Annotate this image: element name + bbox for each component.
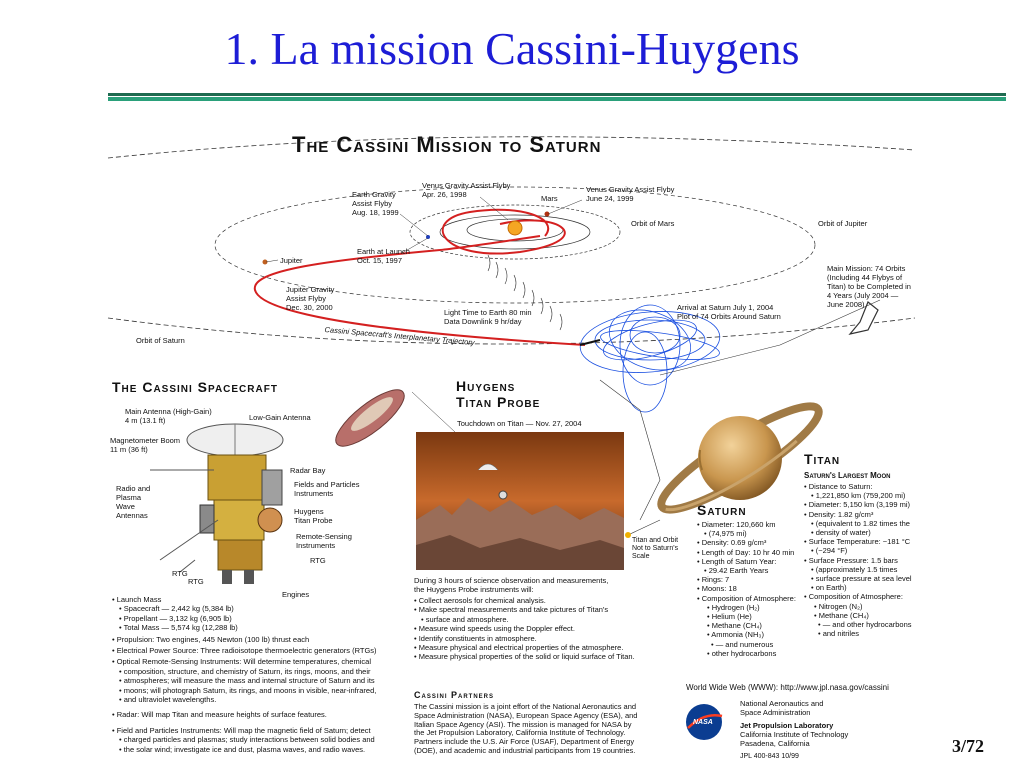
label-rtg2: RTG [172, 569, 188, 578]
title-rule [108, 93, 1006, 101]
titan-landscape [416, 432, 624, 570]
label-jupiter: Jupiter [280, 256, 303, 265]
spec-fields: Field and Particles Instruments: Will ma… [112, 726, 377, 735]
nasa-logo-text: NASA [693, 719, 713, 726]
titan-subheading: Saturn's Largest Moon [804, 471, 891, 480]
web-address: World Wide Web (WWW): http://www.jpl.nas… [686, 683, 889, 692]
page-number: 3/72 [952, 736, 985, 756]
label-rtg3: RTG [188, 577, 204, 586]
huygens-items: Collect aerosols for chemical analysis. … [414, 596, 635, 662]
huygens-intro: During 3 hours of science observation an… [414, 576, 609, 595]
orbit-earth [439, 214, 591, 250]
spec-power: Electrical Power Source: Three radioisot… [112, 646, 377, 655]
poster-title: The Cassini Mission to Saturn [292, 132, 602, 157]
spec-optical: Optical Remote-Sensing Instruments: Will… [112, 657, 377, 666]
partners-text: The Cassini mission is a joint effort of… [414, 702, 638, 755]
spec-launch-mass: Launch Mass [112, 595, 377, 604]
orbit-jupiter [214, 186, 816, 304]
label-low-gain: Low-Gain Antenna [249, 413, 311, 422]
label-rtg1: RTG [310, 556, 326, 565]
label-radar-bay: Radar Bay [290, 466, 326, 475]
doc-number: JPL 400-843 10/99 [740, 753, 799, 760]
titan-facts: Distance to Saturn: 1,221,850 km (759,20… [804, 482, 912, 638]
label-main-antenna: Main Antenna (High-Gain)4 m (13.1 ft) [125, 407, 212, 425]
label-mars: Mars [541, 194, 558, 203]
titan-heading: Titan [804, 451, 841, 467]
spec-propulsion: Propulsion: Two engines, 445 Newton (100… [112, 635, 377, 644]
outer-trajectory [253, 249, 586, 346]
label-touchdown: Touchdown on Titan — Nov. 27, 2004 [457, 419, 582, 428]
jupiter-dot [262, 259, 268, 265]
spacecraft-icon [150, 423, 284, 584]
label-main-mission: Main Mission: 74 Orbits(Including 44 Fly… [827, 264, 911, 309]
orbit-saturn-top [107, 136, 916, 159]
slide-title: 1. La mission Cassini-Huygens [224, 23, 800, 74]
mars-dot [544, 211, 550, 217]
saturn-heading: Saturn [697, 502, 747, 518]
sun-icon [507, 220, 523, 236]
label-orbit-mars: Orbit of Mars [631, 219, 675, 228]
label-orbit-jupiter: Orbit of Jupiter [818, 219, 868, 228]
orbit-saturn-bottom [107, 317, 916, 345]
huygens-probe-icon [335, 389, 405, 447]
label-orbit-saturn: Orbit of Saturn [136, 336, 185, 345]
spacecraft-specs: Launch Mass Spacecraft — 2,442 kg (5,384… [112, 595, 377, 754]
saturn-icon [657, 402, 823, 514]
arrow-icon [848, 301, 879, 335]
spec-radar: Radar: Will map Titan and measure height… [112, 710, 377, 719]
saturn-orbits-icon [579, 304, 721, 413]
nasa-logo-icon [686, 704, 723, 740]
signal-waves [487, 254, 563, 331]
earth-dot [426, 235, 430, 239]
orbit-mars [409, 204, 621, 260]
saturn-facts: Diameter: 120,660 km (74,975 mi) Density… [697, 520, 796, 658]
partners-heading: Cassini Partners [414, 690, 495, 700]
inner-trajectory [441, 208, 566, 255]
spacecraft-heading: The Cassini Spacecraft [112, 379, 278, 395]
